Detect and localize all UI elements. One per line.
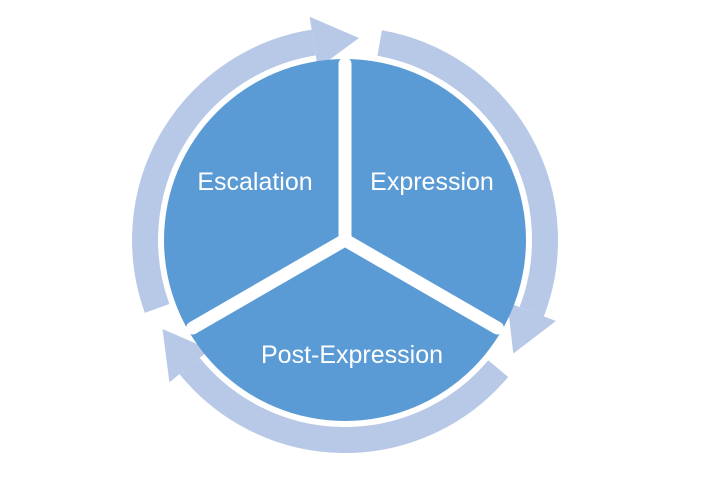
outer-ring — [132, 16, 558, 454]
sector-divider-lower-right — [338, 233, 504, 335]
cycle-arrow-lower-right-icon — [507, 302, 556, 354]
cycle-arrow-lower-left-icon — [162, 329, 210, 383]
ring-arc-upper-left — [132, 29, 316, 313]
segment-label-post-expression: Post-Expression — [261, 341, 443, 369]
segment-label-expression: Expression — [370, 168, 494, 196]
ring-arc-bottom — [179, 357, 509, 454]
ring-arc-right — [377, 30, 558, 317]
sector-divider-lower-left — [186, 233, 352, 335]
sector-dividers — [186, 57, 504, 335]
cycle-arrow-top-icon — [309, 16, 359, 69]
segment-label-escalation: Escalation — [197, 168, 312, 196]
